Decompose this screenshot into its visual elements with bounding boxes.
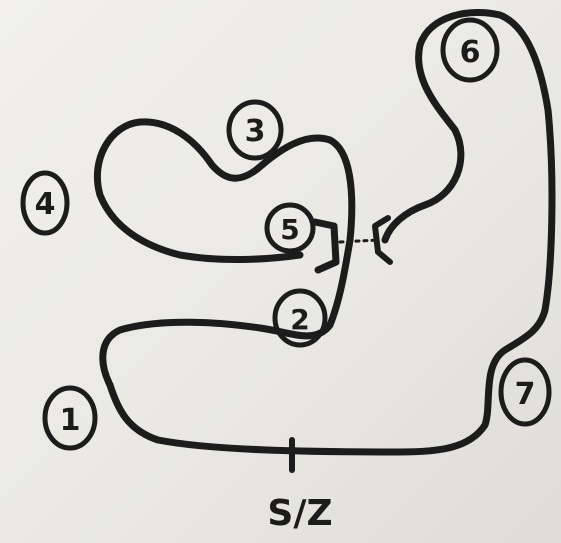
corner-6-label: 6	[460, 35, 481, 70]
corner-7-label: 7	[515, 377, 536, 412]
bridge-left	[315, 222, 336, 270]
corner-2-label: 2	[290, 303, 309, 336]
corner-1-label: 1	[60, 403, 81, 438]
corner-3-label: 3	[245, 114, 266, 149]
start-finish-label: S/Z	[267, 493, 332, 534]
corner-4-label: 4	[35, 187, 56, 222]
corner-5-label: 5	[280, 213, 299, 246]
bridge-link	[340, 240, 378, 242]
track-lower-loop	[97, 122, 351, 385]
